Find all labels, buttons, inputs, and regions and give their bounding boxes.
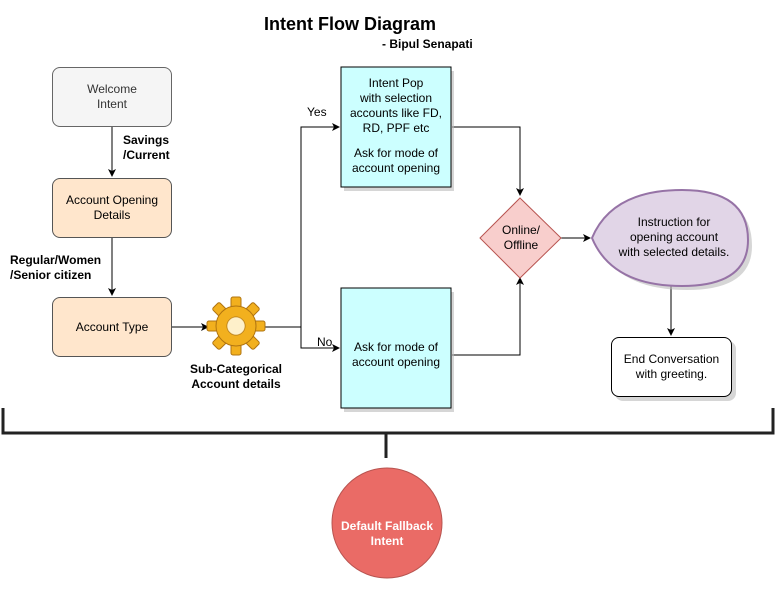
- edge-intent-pop-to-diamond: [452, 126, 524, 196]
- end-conversation-label: End Conversation with greeting.: [623, 352, 720, 381]
- edge-gear-to-intent-pop: [262, 123, 340, 328]
- intent-pop-box: [340, 66, 452, 188]
- regular-women-senior-label: Regular/Women /Senior citizen: [10, 253, 102, 282]
- fallback-bracket: [1, 408, 775, 435]
- intent-pop-label: Intent Pop with selection accounts like …: [349, 76, 443, 135]
- savings-current-label: Savings /Current: [123, 133, 170, 162]
- account-opening-node: Account Opening Details: [52, 178, 172, 238]
- yes-label: Yes: [307, 105, 327, 119]
- end-conversation-node: End Conversation with greeting.: [611, 337, 732, 397]
- instruction-shape: [590, 188, 750, 288]
- account-type-node: Account Type: [52, 297, 172, 357]
- ask-mode-box: [340, 287, 452, 409]
- sub-categorical-label: Sub-Categorical Account details: [189, 362, 282, 391]
- instruction-label: Instruction for opening account with sel…: [618, 215, 730, 259]
- intent-pop-mode-label: Ask for mode of account opening: [351, 146, 441, 175]
- edge-ask-mode-to-diamond: [452, 277, 524, 356]
- online-offline-label: Online/ Offline: [501, 223, 541, 252]
- account-opening-label: Account Opening Details: [65, 193, 159, 222]
- ask-mode-label: Ask for mode of account opening: [351, 340, 441, 369]
- diagram-title: Intent Flow Diagram: [263, 14, 436, 34]
- account-type-label: Account Type: [75, 319, 149, 334]
- welcome-intent-label: Welcome Intent: [87, 82, 137, 111]
- default-fallback-label: Default Fallback Intent: [340, 519, 434, 548]
- default-fallback-circle: [331, 467, 443, 579]
- edge-gear-to-ask-mode: [262, 326, 340, 352]
- author-label: - Bipul Senapati: [382, 37, 473, 51]
- welcome-intent-node: Welcome Intent: [52, 67, 172, 127]
- gear-icon: [206, 296, 266, 356]
- no-label: No: [317, 335, 333, 349]
- online-offline-diamond: [479, 197, 562, 279]
